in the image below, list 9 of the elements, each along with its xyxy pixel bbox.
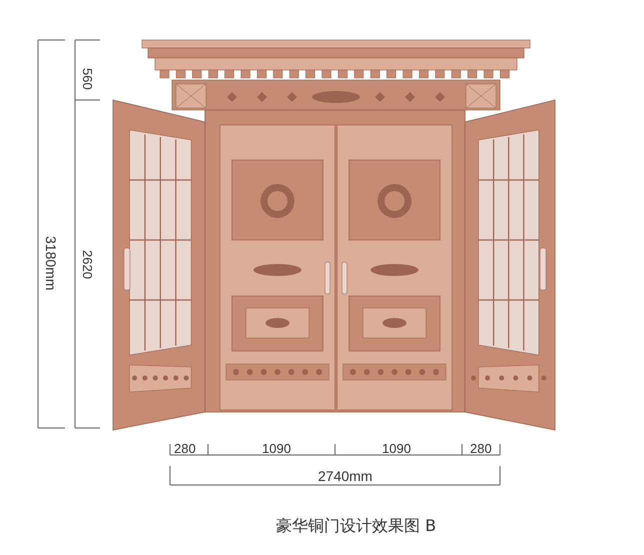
- dimension-label: 1090: [262, 442, 291, 456]
- dimension-label: 280: [470, 442, 492, 456]
- dimension-label: 280: [174, 442, 196, 456]
- dimension-label: 3180mm: [44, 236, 58, 290]
- dimension-label: 560: [80, 68, 94, 90]
- dimension-label: 1090: [382, 442, 411, 456]
- dimension-label: 2740mm: [318, 469, 372, 483]
- caption: 豪华铜门设计效果图 B: [276, 516, 436, 536]
- dimension-label: 2620: [80, 250, 94, 279]
